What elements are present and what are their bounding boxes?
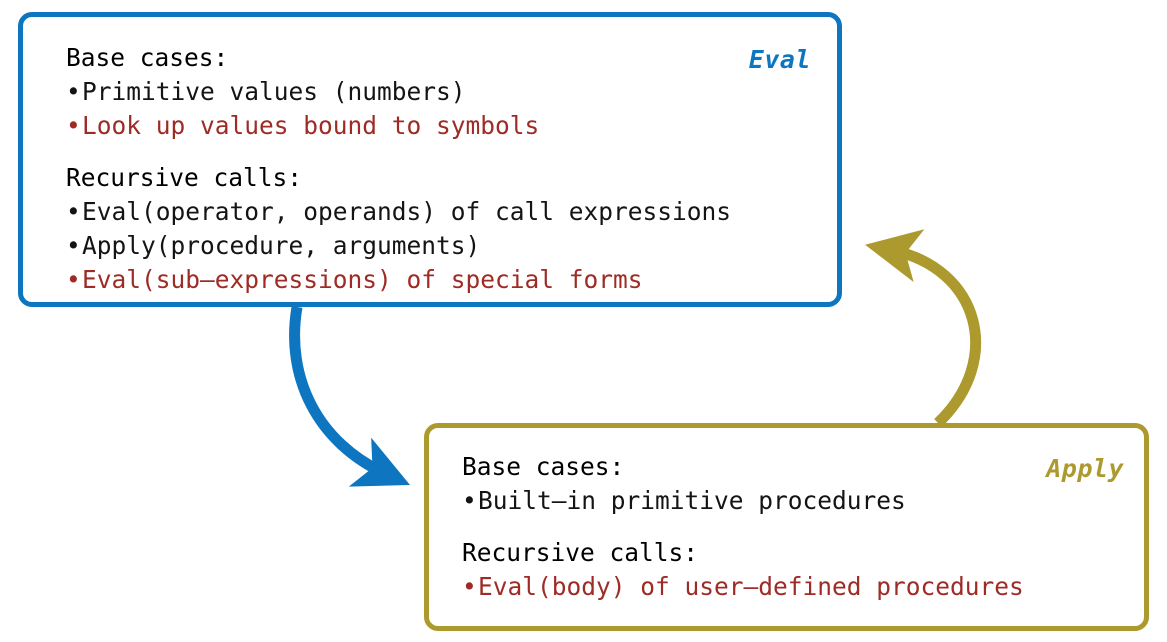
list-item: • Eval(sub–expressions) of special forms bbox=[66, 263, 731, 297]
list-item-label: Look up values bound to symbols bbox=[82, 111, 540, 140]
apply-base-cases-heading: Base cases: bbox=[462, 452, 625, 481]
eval-node-body: Base cases: • Primitive values (numbers)… bbox=[66, 41, 731, 297]
apply-node-label: Apply bbox=[1046, 454, 1124, 483]
eval-base-cases-heading: Base cases: bbox=[66, 43, 229, 72]
list-item: • Look up values bound to symbols bbox=[66, 109, 731, 143]
list-item: • Built–in primitive procedures bbox=[462, 484, 1024, 518]
bullet-icon: • bbox=[66, 111, 81, 140]
eval-recursive-calls-group: Recursive calls: • Eval(operator, operan… bbox=[66, 161, 731, 297]
list-item-label: Eval(sub–expressions) of special forms bbox=[82, 265, 643, 294]
eval-node[interactable]: Eval Base cases: • Primitive values (num… bbox=[18, 12, 842, 307]
eval-base-cases-group: Base cases: • Primitive values (numbers)… bbox=[66, 41, 731, 143]
bullet-icon: • bbox=[66, 197, 81, 226]
list-item: • Primitive values (numbers) bbox=[66, 75, 731, 109]
arrow-eval-to-apply bbox=[289, 306, 411, 487]
list-item-label: Apply(procedure, arguments) bbox=[82, 231, 481, 260]
eval-node-label: Eval bbox=[748, 45, 811, 74]
list-item: • Eval(body) of user–defined procedures bbox=[462, 570, 1024, 604]
list-item-label: Eval(body) of user–defined procedures bbox=[478, 572, 1024, 601]
bullet-icon: • bbox=[66, 77, 81, 106]
apply-recursive-calls-heading: Recursive calls: bbox=[462, 538, 699, 567]
list-item-label: Eval(operator, operands) of call express… bbox=[82, 197, 732, 226]
eval-recursive-calls-heading: Recursive calls: bbox=[66, 163, 303, 192]
list-item-label: Primitive values (numbers) bbox=[82, 77, 466, 106]
apply-base-cases-group: Base cases: • Built–in primitive procedu… bbox=[462, 450, 1024, 518]
apply-recursive-calls-group: Recursive calls: • Eval(body) of user–de… bbox=[462, 536, 1024, 604]
bullet-icon: • bbox=[462, 486, 477, 515]
bullet-icon: • bbox=[462, 572, 477, 601]
apply-node[interactable]: Apply Base cases: • Built–in primitive p… bbox=[424, 423, 1149, 631]
list-item: • Eval(operator, operands) of call expre… bbox=[66, 195, 731, 229]
apply-node-body: Base cases: • Built–in primitive procedu… bbox=[462, 450, 1024, 604]
bullet-icon: • bbox=[66, 231, 81, 260]
bullet-icon: • bbox=[66, 265, 81, 294]
list-item-label: Built–in primitive procedures bbox=[478, 486, 906, 515]
arrow-apply-to-eval bbox=[865, 229, 981, 427]
list-item: • Apply(procedure, arguments) bbox=[66, 229, 731, 263]
